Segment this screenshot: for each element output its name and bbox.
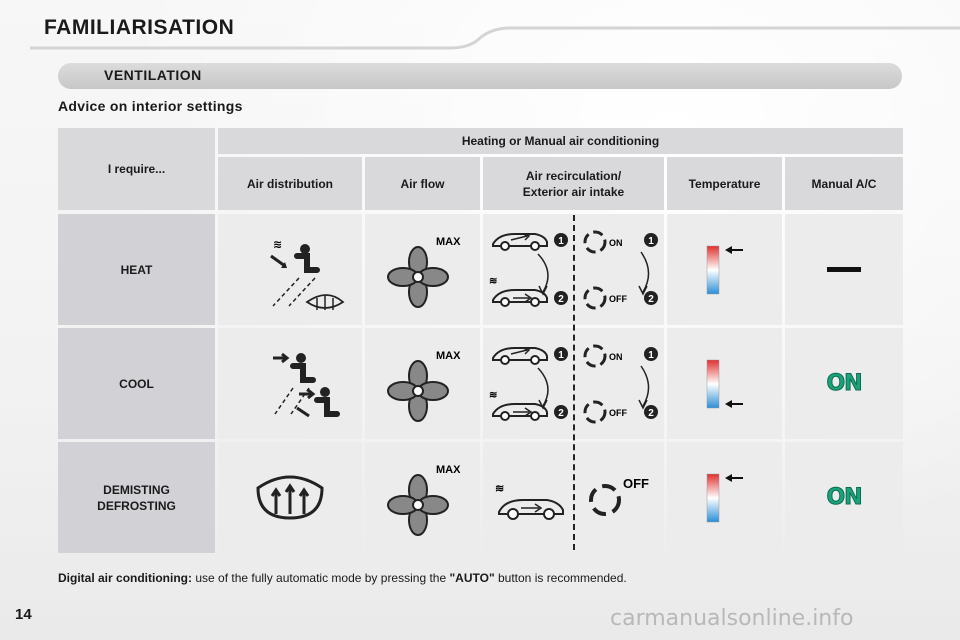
recirculation-sequence-icon: 1 ≋ 2 ON 1 OFF 2 [489,344,658,424]
cool-air-flow: MAX [365,328,480,439]
windscreen-feet-distribution-icon: ≋ [270,238,345,310]
page-number: 14 [15,606,32,623]
subtitle: Advice on interior settings [58,98,243,114]
footer-lead: Digital air conditioning: [58,571,192,585]
footer-text-after: button is recommended. [494,571,627,585]
demisting-temperature [667,442,782,553]
svg-text:ON: ON [609,238,623,248]
heat-manual-ac [785,214,903,325]
row-label-demisting: DEMISTING DEFROSTING [58,442,215,553]
column-header-air-flow: Air flow [365,157,480,210]
demisting-air-flow: MAX [365,442,480,553]
page-title: FAMILIARISATION [44,16,235,39]
corner-header: I require... [58,128,215,210]
footer-note: Digital air conditioning: use of the ful… [58,571,627,585]
svg-text:ON: ON [609,352,623,362]
svg-text:OFF: OFF [623,476,649,491]
column-header-air-recirculation: Air recirculation/ Exterior air intake [483,157,664,210]
fan-max-icon: MAX [386,236,461,308]
fan-max-icon: MAX [386,464,461,536]
svg-text:MAX: MAX [436,350,461,362]
watermark: carmanualsonline.info [610,606,854,631]
heat-temperature [667,214,782,325]
svg-text:1: 1 [648,350,654,361]
svg-text:MAX: MAX [436,236,461,248]
svg-text:1: 1 [558,236,564,247]
svg-text:MAX: MAX [436,464,461,476]
svg-text:≋: ≋ [273,238,282,251]
recirculation-sequence-icon: 1 ≋ 2 ON 1 OFF 2 [489,230,658,310]
fan-max-icon: MAX [386,350,461,422]
recirculation-divider [573,215,575,550]
ac-on-label: ON [826,485,863,511]
heat-air-distribution: ≋ [218,214,362,325]
ac-on-label: ON [826,371,863,397]
section-bar [58,63,902,89]
heat-air-flow: MAX [365,214,480,325]
svg-text:OFF: OFF [609,294,627,304]
row-label-heat: HEAT [58,214,215,325]
column-header-manual-ac: Manual A/C [785,157,903,210]
svg-text:2: 2 [648,294,654,305]
svg-text:2: 2 [648,408,654,419]
svg-text:≋: ≋ [489,390,497,401]
svg-text:1: 1 [648,236,654,247]
temperature-hot-icon [706,473,743,522]
section-title: VENTILATION [104,67,202,83]
svg-text:1: 1 [558,350,564,361]
demisting-manual-ac: ON [785,442,903,553]
temperature-hot-icon [706,245,743,294]
svg-text:≋: ≋ [489,276,497,287]
exterior-air-intake-icon: ≋ OFF [495,476,649,520]
demisting-air-distribution [218,442,362,553]
cool-manual-ac: ON [785,328,903,439]
footer-text-before: use of the fully automatic mode by press… [192,571,450,585]
header-decoration [30,26,960,50]
svg-text:2: 2 [558,408,564,419]
row-label-cool: COOL [58,328,215,439]
ac-off-dash [827,267,861,272]
temperature-cold-icon [706,359,743,408]
face-distribution-icon [273,352,340,418]
cool-temperature [667,328,782,439]
footer-auto-button-label: "AUTO" [449,571,495,585]
column-header-air-distribution: Air distribution [218,157,362,210]
column-header-temperature: Temperature [667,157,782,210]
svg-text:OFF: OFF [609,408,627,418]
cool-air-distribution [218,328,362,439]
svg-text:≋: ≋ [495,483,504,495]
windscreen-demist-icon [256,475,324,520]
group-header: Heating or Manual air conditioning [218,128,903,154]
svg-text:2: 2 [558,294,564,305]
